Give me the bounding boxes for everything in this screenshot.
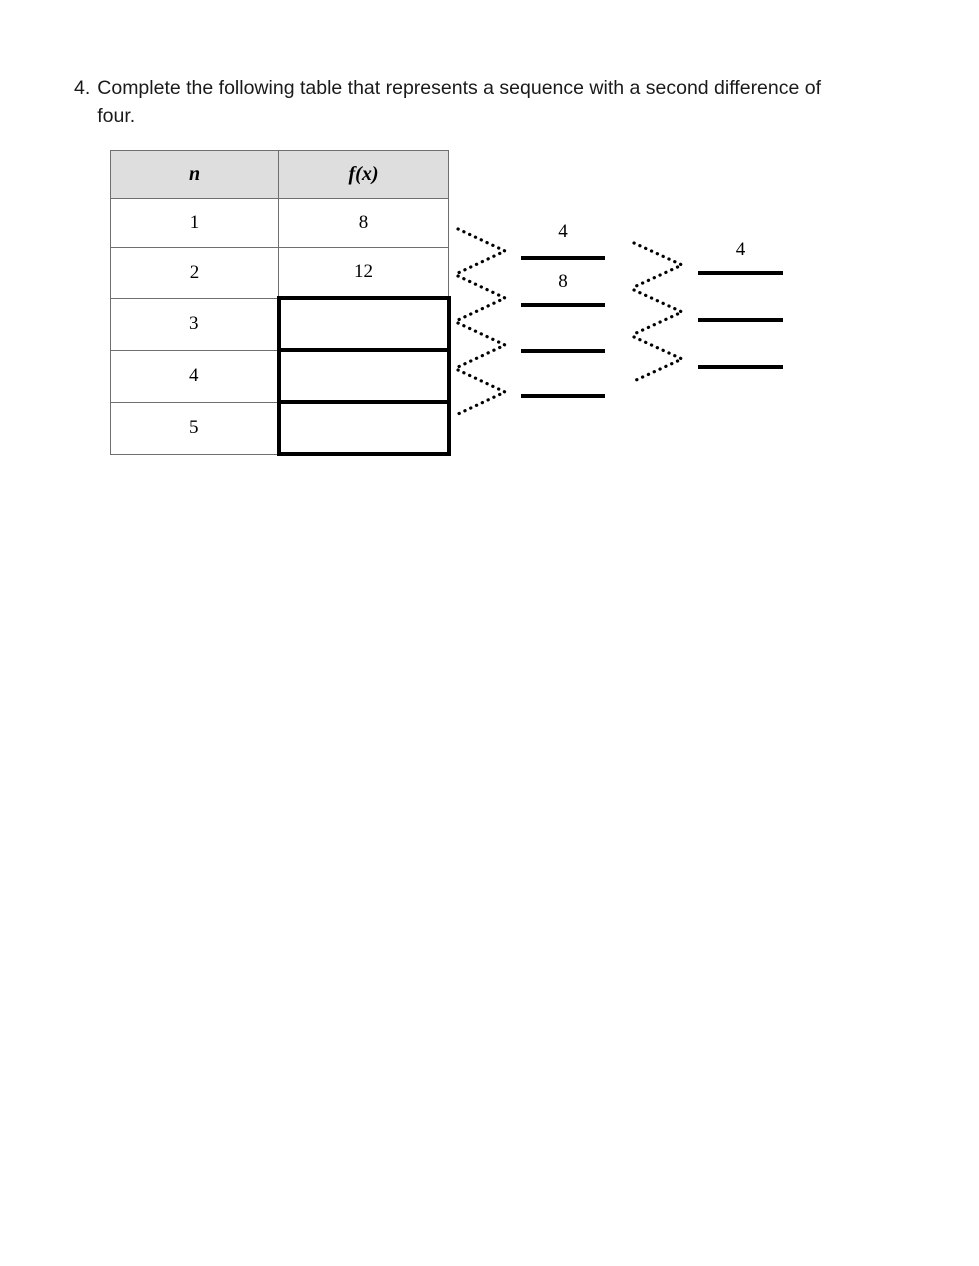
first-difference-blank-line[interactable] [521, 394, 605, 398]
table-row: 3 [110, 296, 451, 352]
first-difference-value: 8 [558, 271, 568, 292]
first-difference-blank-line[interactable] [521, 303, 605, 307]
second-difference-arrow-group [632, 241, 686, 383]
question-prompt: 4. Complete the following table that rep… [74, 74, 834, 130]
first-difference-blank-line[interactable] [521, 256, 605, 260]
second-difference-blank-line[interactable] [698, 318, 783, 322]
second-difference-value: 4 [735, 239, 746, 260]
first-difference-value: 4 [558, 221, 568, 242]
difference-arrow [456, 368, 509, 416]
table-row: 1 8 [110, 198, 449, 248]
first-difference-arrow-group [456, 227, 509, 416]
difference-arrow [456, 227, 509, 275]
second-difference-blank-line[interactable] [698, 365, 783, 369]
answer-blank-cell-fx[interactable] [276, 400, 451, 456]
cell-n: 4 [110, 349, 279, 403]
difference-arrow [456, 274, 509, 322]
table-row: 4 [110, 348, 451, 404]
cell-n: 1 [110, 198, 279, 248]
question-number: 4. [74, 77, 91, 99]
second-difference-blank-line[interactable] [698, 271, 783, 275]
cell-fx: 8 [278, 198, 449, 248]
sequence-table: n f(x) 1 8 2 12 3 4 5 [110, 150, 451, 456]
table-header-row: n f(x) [110, 150, 449, 199]
answer-blank-cell-fx[interactable] [276, 296, 451, 352]
first-difference-blank-line[interactable] [521, 349, 605, 353]
difference-arrow [456, 321, 509, 369]
difference-arrow [632, 241, 686, 289]
difference-arrow [632, 288, 686, 336]
column-header-n: n [110, 150, 279, 199]
table-row: 5 [110, 400, 451, 456]
column-header-fx: f(x) [278, 150, 449, 199]
cell-n: 2 [110, 247, 279, 299]
cell-n: 3 [110, 297, 279, 351]
question-text: Complete the following table that repres… [97, 77, 822, 127]
table-row: 2 12 [110, 247, 449, 299]
cell-n: 5 [110, 401, 279, 455]
cell-fx: 12 [278, 247, 449, 299]
difference-arrow [632, 335, 686, 383]
answer-blank-cell-fx[interactable] [276, 348, 451, 404]
